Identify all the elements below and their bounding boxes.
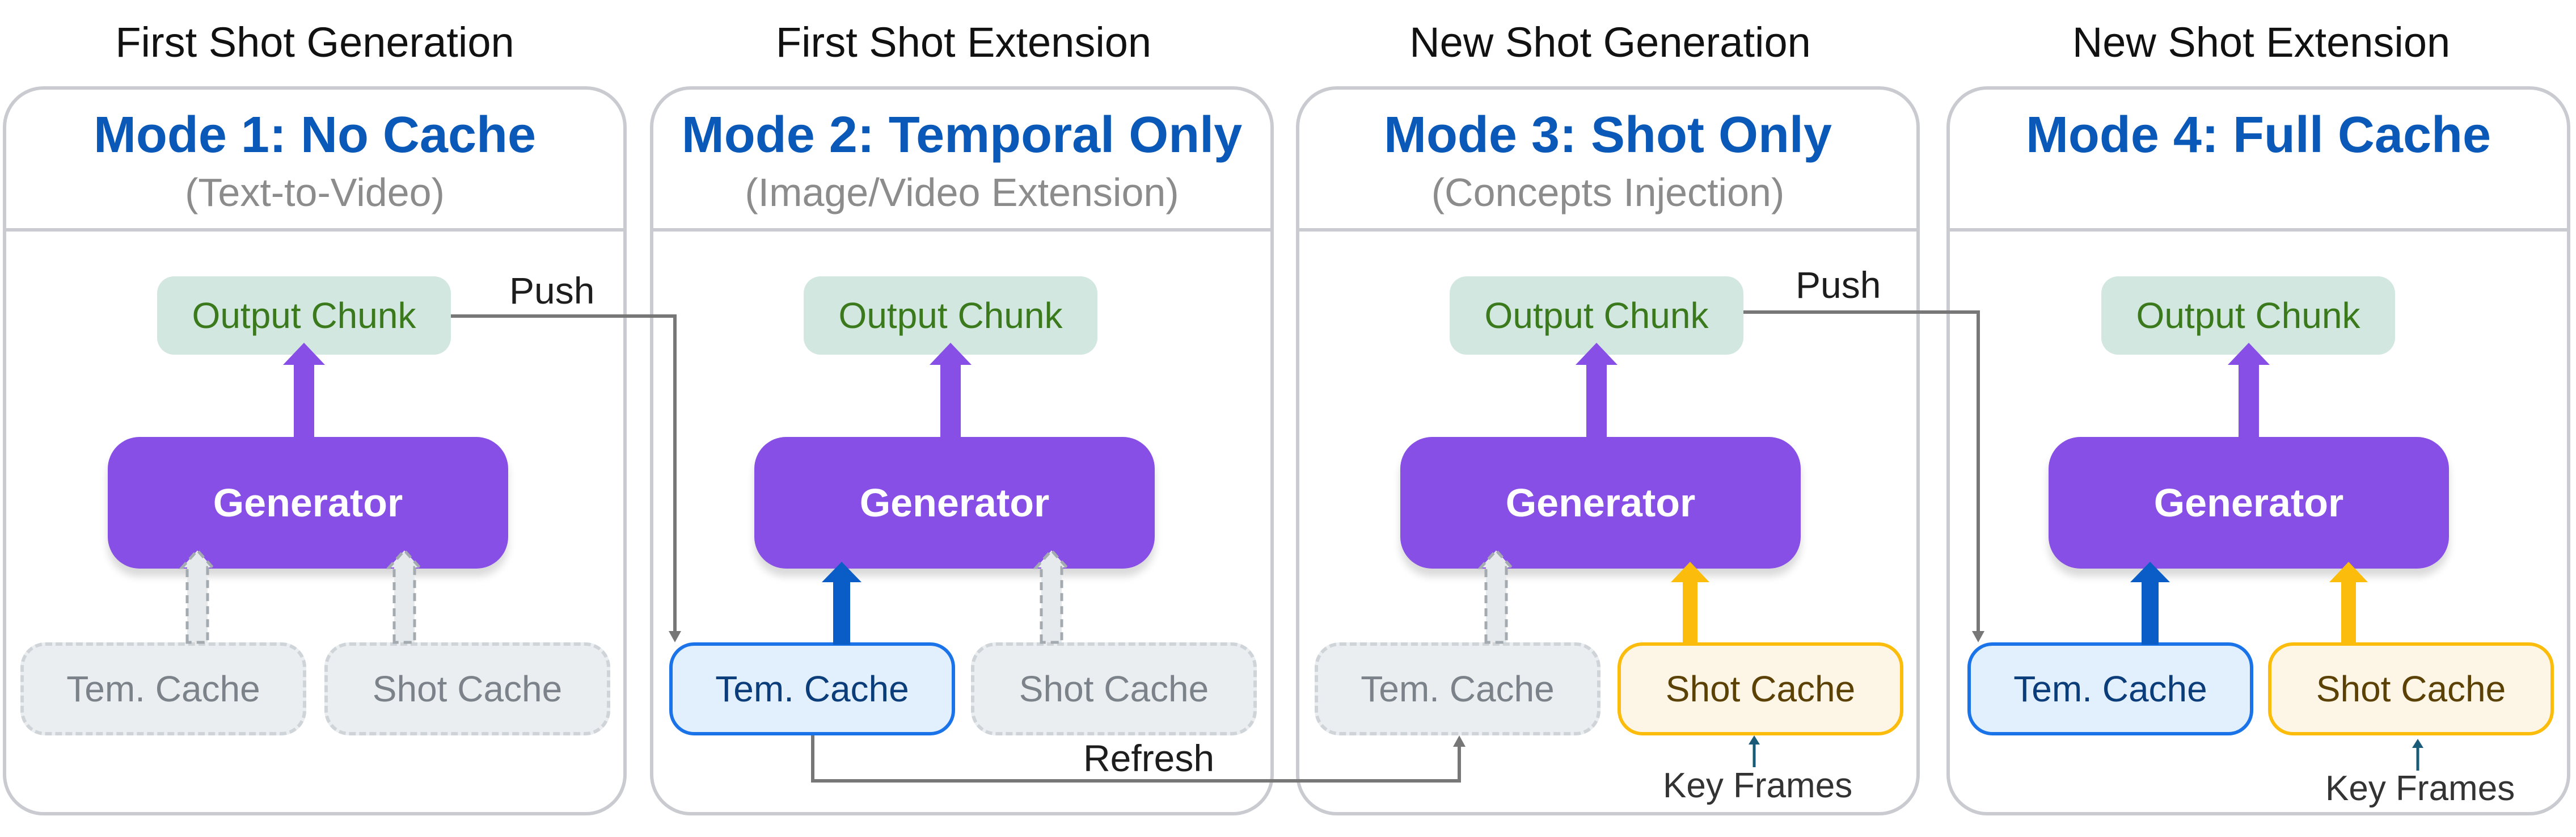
- mode-subtitle: (Concepts Injection): [1431, 170, 1785, 214]
- tem-cache-3: Tem. Cache: [1315, 642, 1601, 735]
- output-chunk-3: Output Chunk: [1450, 276, 1743, 355]
- mode-subtitle: (Text-to-Video): [185, 170, 445, 214]
- shot-cache-2: Shot Cache: [971, 642, 1257, 735]
- key-frames-label-3: Key Frames: [1663, 766, 1853, 805]
- column-header-1: First Shot Generation: [115, 19, 514, 66]
- key-frames-label-4: Key Frames: [2325, 769, 2515, 808]
- column-header-2: First Shot Extension: [775, 19, 1152, 66]
- panel-divider: [6, 228, 623, 232]
- panel-divider: [1950, 228, 2567, 232]
- generator-4: Generator: [2049, 437, 2449, 569]
- output-chunk-1: Output Chunk: [157, 276, 451, 355]
- refresh-label: Refresh: [1083, 737, 1215, 779]
- shot-cache-1: Shot Cache: [324, 642, 610, 735]
- column-header-3: New Shot Generation: [1409, 19, 1811, 66]
- mode-subtitle: (Image/Video Extension): [745, 170, 1179, 214]
- shot-cache-3: Shot Cache: [1618, 642, 1903, 735]
- generator-3: Generator: [1400, 437, 1801, 569]
- column-header-4: New Shot Extension: [2072, 19, 2451, 66]
- push-label-2: Push: [1796, 264, 1881, 306]
- output-chunk-2: Output Chunk: [804, 276, 1097, 355]
- tem-cache-4: Tem. Cache: [1967, 642, 2253, 735]
- panel-divider: [653, 228, 1270, 232]
- tem-cache-2: Tem. Cache: [669, 642, 955, 735]
- generator-1: Generator: [108, 437, 508, 569]
- shot-cache-4: Shot Cache: [2268, 642, 2554, 735]
- panel-divider: [1299, 228, 1916, 232]
- tem-cache-1: Tem. Cache: [20, 642, 306, 735]
- mode-title: Mode 4: Full Cache: [2025, 107, 2491, 163]
- mode-title: Mode 2: Temporal Only: [681, 107, 1243, 163]
- mode-title: Mode 1: No Cache: [93, 107, 537, 163]
- mode-title: Mode 3: Shot Only: [1383, 107, 1832, 163]
- generator-2: Generator: [754, 437, 1155, 569]
- push-label-1: Push: [509, 270, 595, 312]
- output-chunk-4: Output Chunk: [2101, 276, 2395, 355]
